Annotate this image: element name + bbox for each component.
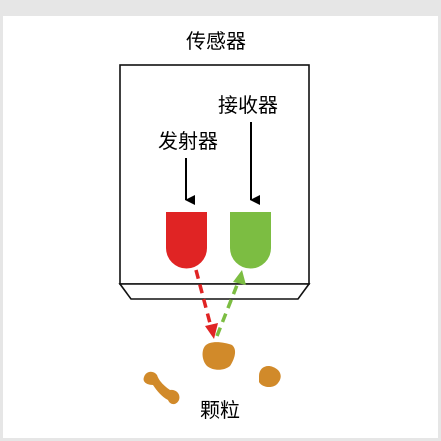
emitted-beam [194, 269, 213, 328]
particle-blob-icon [202, 342, 236, 370]
particle-bone-icon [143, 371, 180, 405]
sensor-window [118, 283, 311, 300]
emitter-label: 发射器 [158, 129, 218, 153]
sensor-label: 传感器 [186, 29, 246, 53]
receiver-led-icon [230, 212, 271, 269]
receiver-label: 接收器 [218, 93, 278, 117]
sensor-housing [119, 64, 310, 285]
reflected-beam-arrowhead [233, 270, 246, 285]
emitted-beam-arrowhead [205, 323, 218, 339]
particles-label: 颗粒 [200, 398, 240, 422]
particle-round-icon [259, 366, 281, 388]
emitter-led-icon [166, 212, 207, 269]
reflected-beam [215, 279, 241, 337]
